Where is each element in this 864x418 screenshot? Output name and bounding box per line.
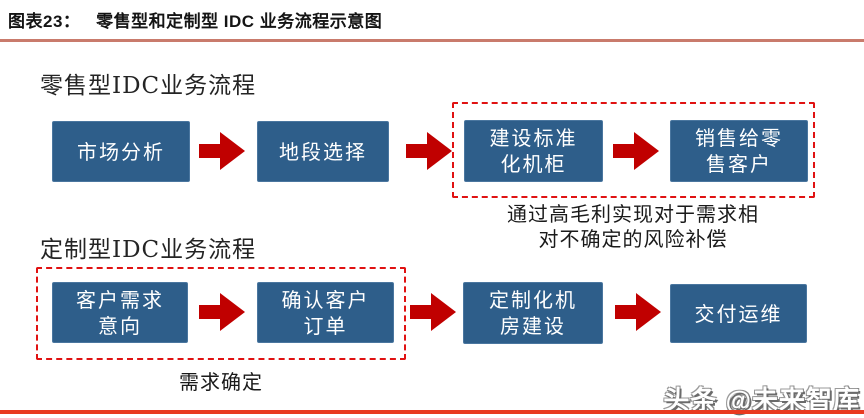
- flow-step-build-standard-cabinets: 建设标准 化机柜: [464, 120, 603, 182]
- arrow-right-icon: [199, 132, 245, 170]
- flow-step-delivery-operations: 交付运维: [670, 284, 807, 343]
- arrow-right-icon: [199, 293, 245, 331]
- retail-flow-heading: 零售型IDC业务流程: [40, 73, 257, 99]
- figure-title: 图表23： 零售型和定制型 IDC 业务流程示意图: [8, 12, 383, 31]
- arrow-right-icon: [613, 132, 659, 170]
- arrow-head: [220, 132, 245, 170]
- retail-highlight-box: [452, 102, 815, 198]
- arrow-head: [636, 293, 661, 331]
- arrow-shaft: [406, 144, 427, 158]
- flow-step-market-analysis: 市场分析: [52, 121, 190, 182]
- flow-step-sell-to-retail-customers: 销售给零 售客户: [670, 120, 808, 182]
- bottom-divider: [0, 410, 864, 414]
- arrow-head: [431, 293, 456, 331]
- arrow-head: [634, 132, 659, 170]
- arrow-right-icon: [410, 293, 456, 331]
- flow-step-customer-demand-intent: 客户需求 意向: [52, 282, 188, 343]
- arrow-right-icon: [406, 132, 452, 170]
- arrow-right-icon: [615, 293, 661, 331]
- flow-step-confirm-customer-order: 确认客户 订单: [257, 282, 394, 343]
- arrow-shaft: [615, 305, 636, 319]
- arrow-shaft: [199, 305, 220, 319]
- flow-step-custom-datacenter-build: 定制化机 房建设: [463, 282, 603, 344]
- title-divider: [0, 39, 864, 42]
- arrow-shaft: [410, 305, 431, 319]
- arrow-head: [220, 293, 245, 331]
- arrow-head: [427, 132, 452, 170]
- arrow-shaft: [199, 144, 220, 158]
- arrow-shaft: [613, 144, 634, 158]
- custom-flow-heading: 定制型IDC业务流程: [40, 237, 257, 263]
- retail-flow-annotation: 通过高毛利实现对于需求相 对不确定的风险补偿: [507, 202, 759, 251]
- custom-flow-annotation: 需求确定: [179, 370, 263, 394]
- custom-highlight-box: [36, 267, 406, 360]
- flow-step-site-selection: 地段选择: [257, 121, 389, 182]
